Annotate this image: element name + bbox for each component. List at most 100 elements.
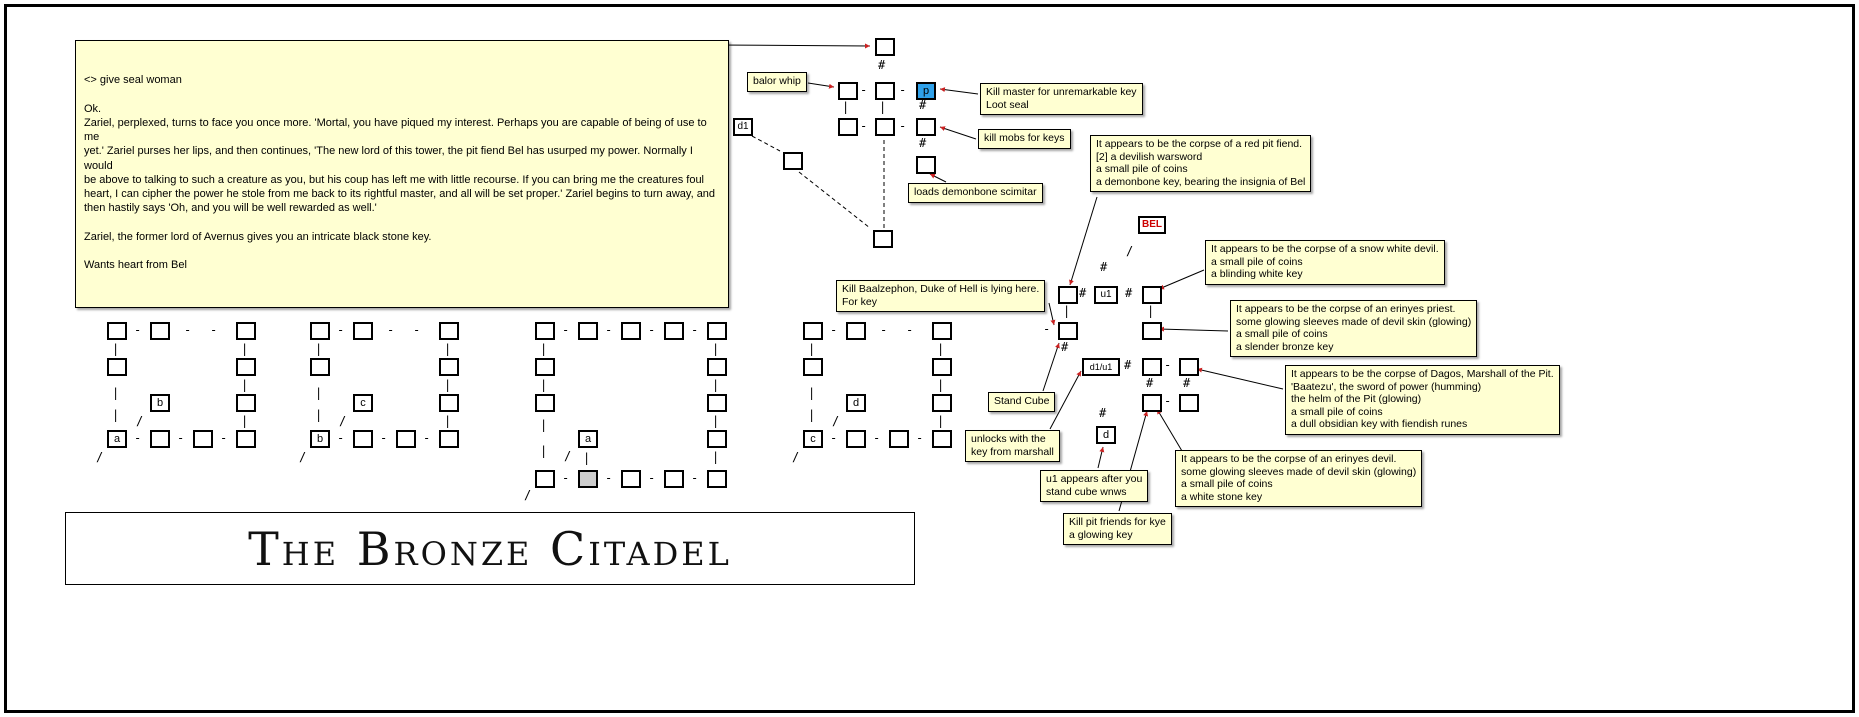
connector-glyph: # <box>1125 286 1133 300</box>
room-p: p <box>916 82 936 100</box>
connector-glyph: - <box>220 431 228 445</box>
annotation-arrow <box>715 43 871 49</box>
connector-glyph: # <box>1100 260 1108 274</box>
connector-glyph: # <box>1061 340 1069 354</box>
connector-glyph: / <box>339 414 347 428</box>
note-erinyes-devil: It appears to be the corpse of an erinye… <box>1175 450 1423 507</box>
map-room <box>707 322 727 340</box>
connector-glyph: | <box>241 378 249 392</box>
annotation-arrow <box>939 126 977 140</box>
connector-glyph: - <box>134 431 142 445</box>
map-room <box>150 322 170 340</box>
connector-glyph: / <box>792 450 800 464</box>
map-room <box>1058 322 1078 340</box>
map-room <box>236 358 256 376</box>
map-room <box>803 358 823 376</box>
connector-glyph: - <box>337 431 345 445</box>
map-room <box>310 358 330 376</box>
quest-text: <> give seal woman Ok. Zariel, perplexed… <box>84 74 716 272</box>
map-room <box>578 322 598 340</box>
room-d2: d <box>846 394 866 412</box>
connector-glyph: - <box>184 323 192 337</box>
map-room <box>875 118 895 136</box>
map-room <box>310 322 330 340</box>
connector-glyph: - <box>648 323 656 337</box>
connector-glyph: | <box>712 342 720 356</box>
annotation-arrow <box>1097 446 1105 469</box>
connector-glyph: / <box>299 450 307 464</box>
connector-glyph: | <box>112 408 120 422</box>
connector-glyph: - <box>423 431 431 445</box>
note-red-pit-fiend: It appears to be the corpse of a red pit… <box>1090 135 1312 192</box>
note-dagos-marshall: It appears to be the corpse of Dagos, Ma… <box>1285 365 1560 435</box>
room-d: d <box>1096 426 1116 444</box>
map-room <box>150 430 170 448</box>
note-unlocks: unlocks with the key from marshall <box>965 430 1060 462</box>
map-room <box>889 430 909 448</box>
room-b: b <box>310 430 330 448</box>
connector-glyph: | <box>540 418 548 432</box>
room-d1: d1 <box>733 118 753 136</box>
connector-glyph: | <box>1063 304 1071 318</box>
connector-glyph: # <box>878 58 886 72</box>
annotation-arrow <box>929 173 947 183</box>
note-u1-appears: u1 appears after you stand cube wnws <box>1040 470 1149 502</box>
connector-glyph: - <box>880 323 888 337</box>
annotation-arrow <box>1158 326 1229 332</box>
map-room <box>803 322 823 340</box>
map-room <box>707 394 727 412</box>
map-room <box>353 430 373 448</box>
connector-glyph: | <box>937 414 945 428</box>
connector-glyph: / <box>524 488 532 502</box>
connector-glyph: # <box>919 136 927 150</box>
note-kill-master: Kill master for unremarkable key Loot se… <box>980 83 1143 115</box>
annotation-arrow <box>1042 342 1060 392</box>
note-kill-mobs: kill mobs for keys <box>978 129 1071 149</box>
connector-glyph: | <box>540 444 548 458</box>
connector-glyph: | <box>808 408 816 422</box>
map-room <box>236 322 256 340</box>
map-room <box>439 430 459 448</box>
connector-glyph: # <box>1146 376 1154 390</box>
connector-glyph: - <box>899 83 907 97</box>
map-room <box>846 322 866 340</box>
connector-glyph: - <box>1164 358 1172 372</box>
map-room <box>916 118 936 136</box>
connector-glyph: - <box>134 323 142 337</box>
map-room <box>236 394 256 412</box>
connector-glyph: - <box>380 431 388 445</box>
room-a: a <box>578 430 598 448</box>
connector-glyph: - <box>562 471 570 485</box>
map-room <box>107 358 127 376</box>
map-room <box>664 470 684 488</box>
connector-glyph: | <box>1147 304 1155 318</box>
connector-glyph: | <box>112 342 120 356</box>
map-room <box>1142 394 1162 412</box>
annotation-arrow <box>1156 408 1183 452</box>
map-room <box>875 38 895 56</box>
connector-glyph: - <box>177 431 185 445</box>
connector-glyph: | <box>315 408 323 422</box>
note-erinyes-priest: It appears to be the corpse of an erinye… <box>1230 300 1478 357</box>
map-room <box>236 430 256 448</box>
connector-glyph: / <box>832 414 840 428</box>
map-room <box>621 470 641 488</box>
connector-glyph: - <box>916 431 924 445</box>
connector-glyph: - <box>860 119 868 133</box>
connector-glyph: | <box>315 386 323 400</box>
map-room <box>353 322 373 340</box>
connector-glyph: - <box>906 323 914 337</box>
connector-glyph: | <box>315 342 323 356</box>
connector-glyph: - <box>605 471 613 485</box>
room-c: c <box>803 430 823 448</box>
connector-glyph: | <box>444 342 452 356</box>
map-room <box>439 322 459 340</box>
note-balor-whip: balor whip <box>747 72 807 92</box>
connector-glyph: | <box>712 414 720 428</box>
note-stand-cube: Stand Cube <box>988 392 1056 412</box>
map-room <box>439 394 459 412</box>
annotation-arrow <box>807 82 835 89</box>
map-room <box>838 82 858 100</box>
note-baalzephon: Kill Baalzephon, Duke of Hell is lying h… <box>836 280 1046 312</box>
